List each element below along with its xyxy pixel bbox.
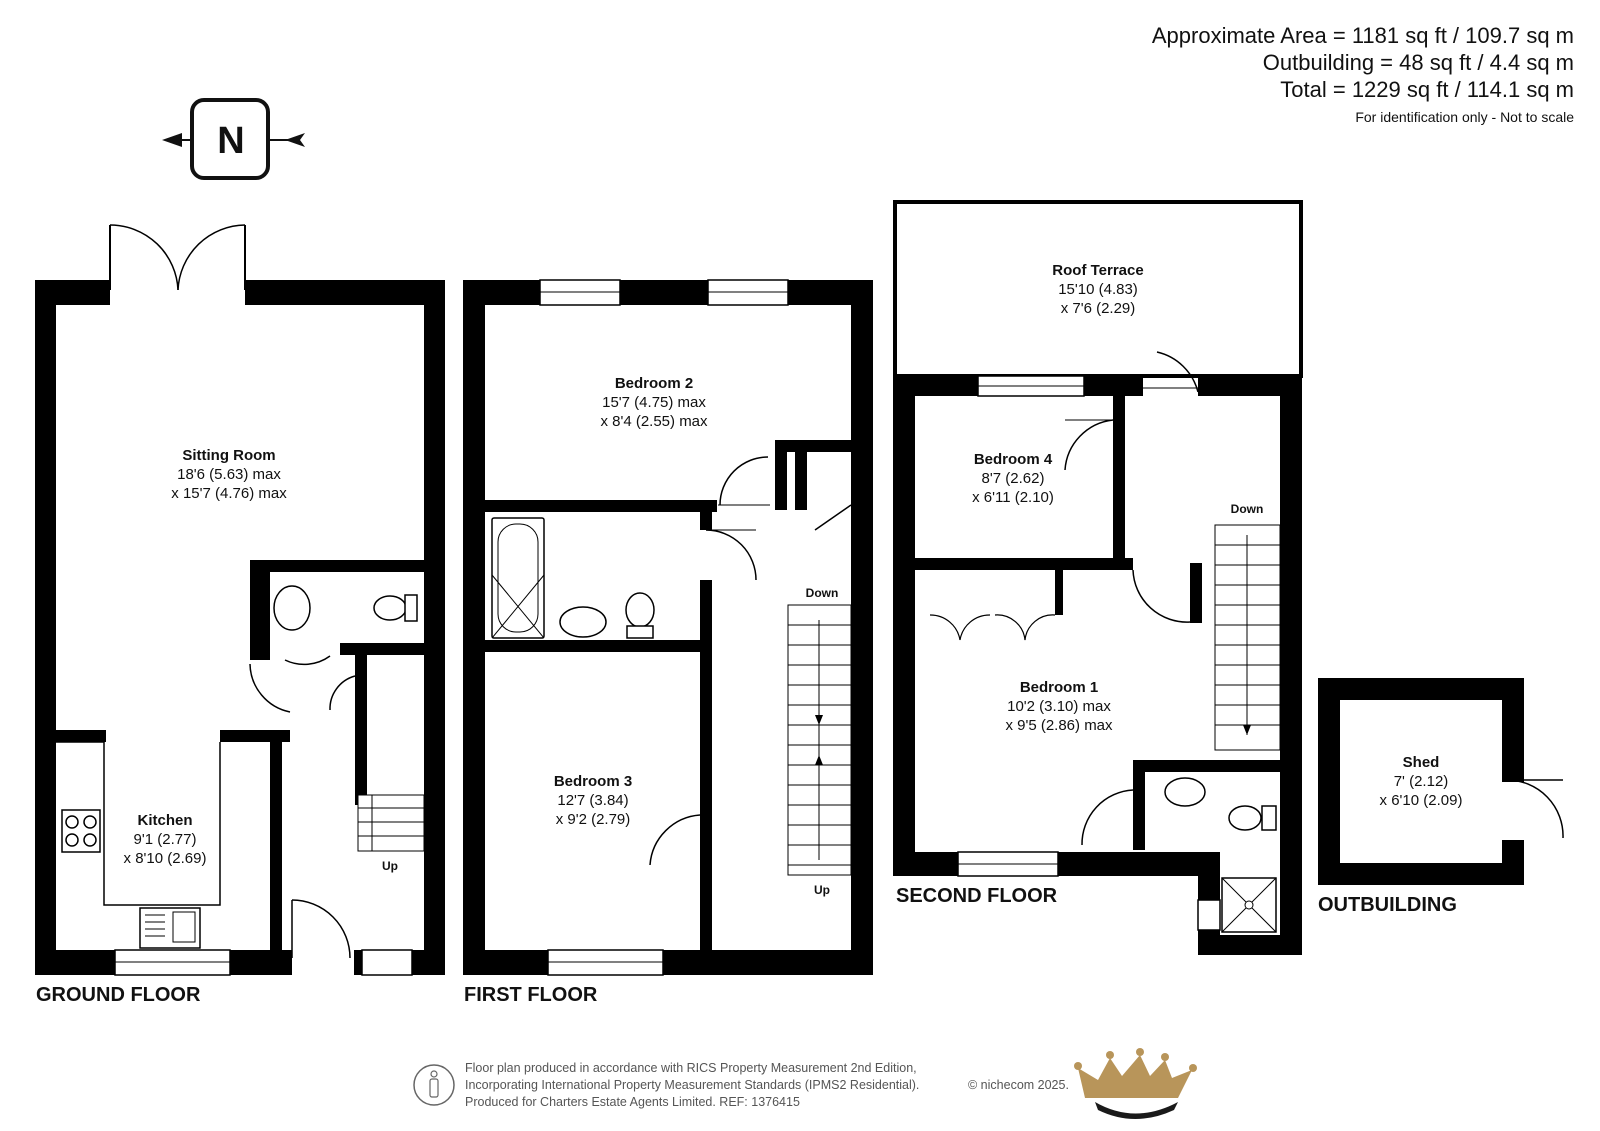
bedroom-2-dim1: 15'7 (4.75) max <box>602 394 706 411</box>
shed-dim1: 7' (2.12) <box>1394 773 1449 790</box>
shed-dim2: x 6'10 (2.09) <box>1380 792 1463 809</box>
roof-terrace-dim2: x 7'6 (2.29) <box>1061 300 1136 317</box>
bedroom-4-dim1: 8'7 (2.62) <box>982 470 1045 487</box>
total-area: Total = 1229 sq ft / 114.1 sq m <box>1280 77 1574 102</box>
ground-floor: Up Sitting Room 18'6 (5.63) max x 15'7 (… <box>35 224 445 1006</box>
footer-brand: © nichecom 2025. <box>968 1078 1069 1092</box>
crown-logo-icon <box>1074 1048 1197 1119</box>
first-floor-label: FIRST FLOOR <box>464 984 598 1006</box>
bedroom-3-dim1: 12'7 (3.84) <box>557 792 628 809</box>
outbuilding-label: OUTBUILDING <box>1318 894 1457 916</box>
roof-terrace-name: Roof Terrace <box>1052 262 1143 279</box>
footer: Floor plan produced in accordance with R… <box>465 1060 1069 1111</box>
bedroom-1-dim2: x 9'5 (2.86) max <box>1005 717 1113 734</box>
area-summary: Approximate Area = 1181 sq ft / 109.7 sq… <box>1152 22 1574 125</box>
second-floor-label: SECOND FLOOR <box>896 885 1058 907</box>
shed-name: Shed <box>1403 754 1440 771</box>
first-floor: Down Up Bedroom 2 15'7 (4.75) max x 8'4 … <box>463 279 873 1006</box>
ground-stairs-up-label: Up <box>382 859 398 873</box>
compass-label: N <box>217 120 244 162</box>
footer-line-3: Produced for Charters Estate Agents Limi… <box>465 1095 800 1109</box>
bedroom-1-name: Bedroom 1 <box>1020 679 1098 696</box>
second-floor: Down Roof Terrace 15'10 (4.83) x 7'6 (2.… <box>893 200 1303 955</box>
bedroom-3-name: Bedroom 3 <box>554 773 632 790</box>
rics-person-icon <box>413 1064 455 1106</box>
bedroom-2-dim2: x 8'4 (2.55) max <box>600 413 708 430</box>
first-stairs-up-label: Up <box>814 883 830 897</box>
bedroom-4-dim2: x 6'11 (2.10) <box>972 489 1054 506</box>
sitting-room-name: Sitting Room <box>182 447 275 464</box>
roof-terrace-dim1: 15'10 (4.83) <box>1058 281 1138 298</box>
disclaimer: For identification only - Not to scale <box>1355 109 1574 125</box>
second-stairs-down-label: Down <box>1231 502 1264 516</box>
first-stairs-down-label: Down <box>806 586 839 600</box>
kitchen-dim1: 9'1 (2.77) <box>134 831 197 848</box>
bedroom-2-name: Bedroom 2 <box>615 375 693 392</box>
sitting-room-dim2: x 15'7 (4.76) max <box>171 485 287 502</box>
footer-line-2: Incorporating International Property Mea… <box>465 1078 920 1092</box>
bedroom-4-name: Bedroom 4 <box>974 451 1053 468</box>
kitchen-name: Kitchen <box>137 812 192 829</box>
bedroom-1-dim1: 10'2 (3.10) max <box>1007 698 1111 715</box>
sitting-room-dim1: 18'6 (5.63) max <box>177 466 281 483</box>
bedroom-3-dim2: x 9'2 (2.79) <box>556 811 631 828</box>
kitchen-dim2: x 8'10 (2.69) <box>124 850 207 867</box>
compass-icon: N <box>162 98 305 180</box>
ground-floor-label: GROUND FLOOR <box>36 984 201 1006</box>
outbuilding: Shed 7' (2.12) x 6'10 (2.09) OUTBUILDING <box>1318 678 1564 916</box>
footer-line-1: Floor plan produced in accordance with R… <box>465 1061 917 1075</box>
outbuilding-area: Outbuilding = 48 sq ft / 4.4 sq m <box>1262 50 1574 75</box>
approximate-area: Approximate Area = 1181 sq ft / 109.7 sq… <box>1151 23 1574 48</box>
